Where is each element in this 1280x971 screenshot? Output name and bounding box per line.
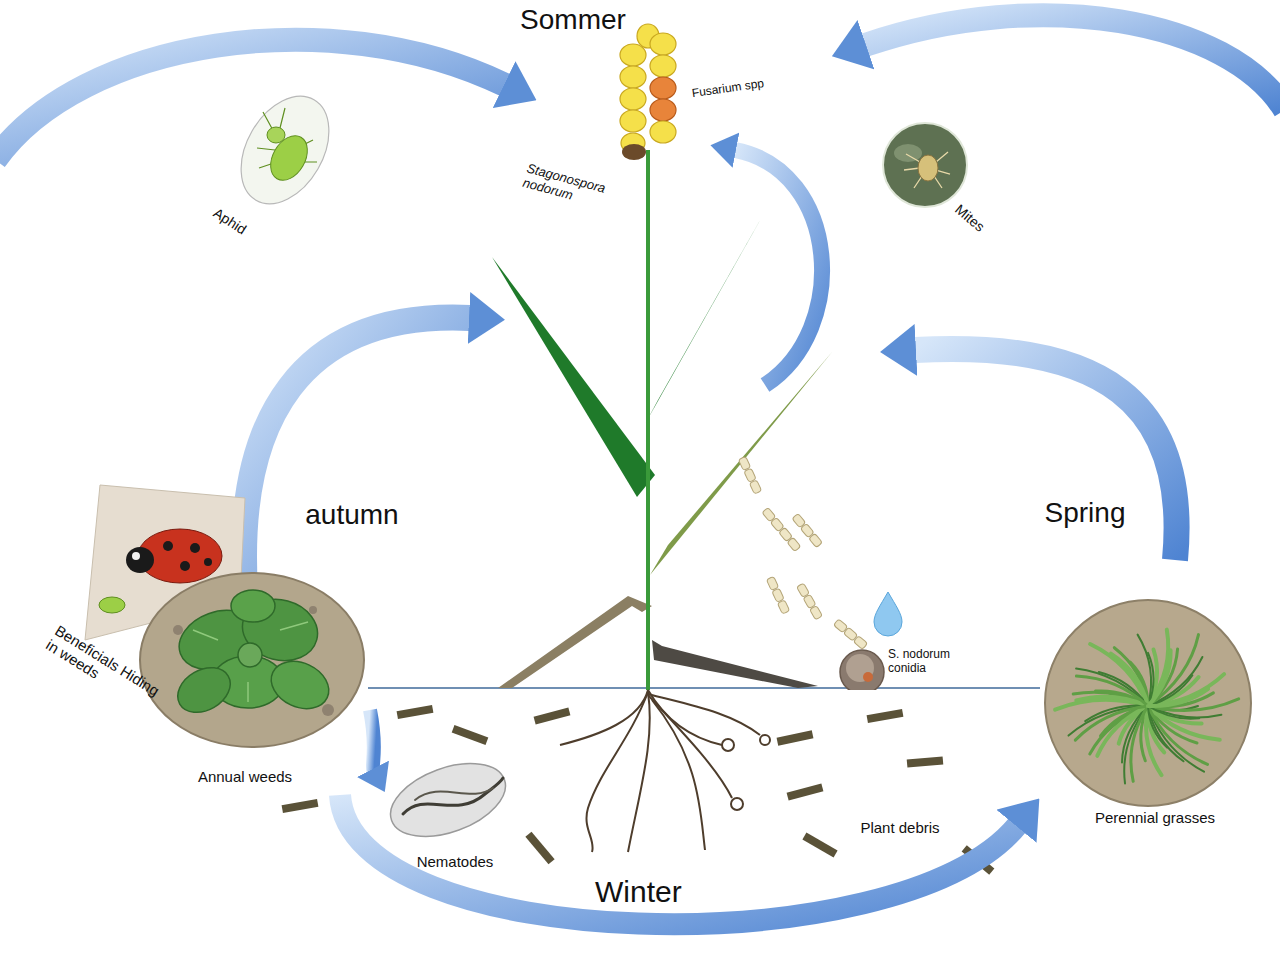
- nematodes-photo: Nematodes: [385, 748, 515, 873]
- spore-node: S. nodorum conidia: [838, 640, 968, 690]
- plant-debris: [282, 705, 995, 875]
- edge-label: Winter: [595, 874, 682, 909]
- ground-line: [368, 687, 1040, 689]
- node-label: Mites: [952, 201, 988, 235]
- node-label: Nematodes: [417, 853, 494, 870]
- node-label: Annual weeds: [198, 768, 292, 785]
- stem: [646, 150, 650, 690]
- node-shape: [1040, 598, 1258, 833]
- text-label: Plant debris: [860, 819, 939, 836]
- season-arrow: [370, 710, 374, 770]
- water-drop: [874, 592, 902, 636]
- node-shape: [138, 570, 370, 795]
- text-label: Stagonospora nodorum: [521, 161, 635, 218]
- text-label: Sommer: [520, 4, 626, 36]
- conidia-chains: [738, 456, 867, 649]
- wheat-ear: [620, 24, 676, 160]
- text-label: Spring: [1045, 497, 1126, 529]
- grasses-photo: Perennial grasses: [1040, 598, 1258, 833]
- node-label: Perennial grasses: [1095, 809, 1215, 826]
- aphid-photo: Aphid: [205, 90, 345, 245]
- roots: [560, 690, 770, 852]
- node-label: Aphid: [211, 204, 250, 237]
- mites-photo: Mites: [878, 118, 1003, 243]
- weeds-photo: Annual weeds: [138, 570, 370, 795]
- dead-leaves: [498, 596, 818, 688]
- leaves: [492, 185, 832, 575]
- text-label: Fusarium spp: [691, 77, 765, 101]
- node-label: S. nodorum conidia: [888, 648, 960, 676]
- text-label: autumn: [305, 499, 398, 531]
